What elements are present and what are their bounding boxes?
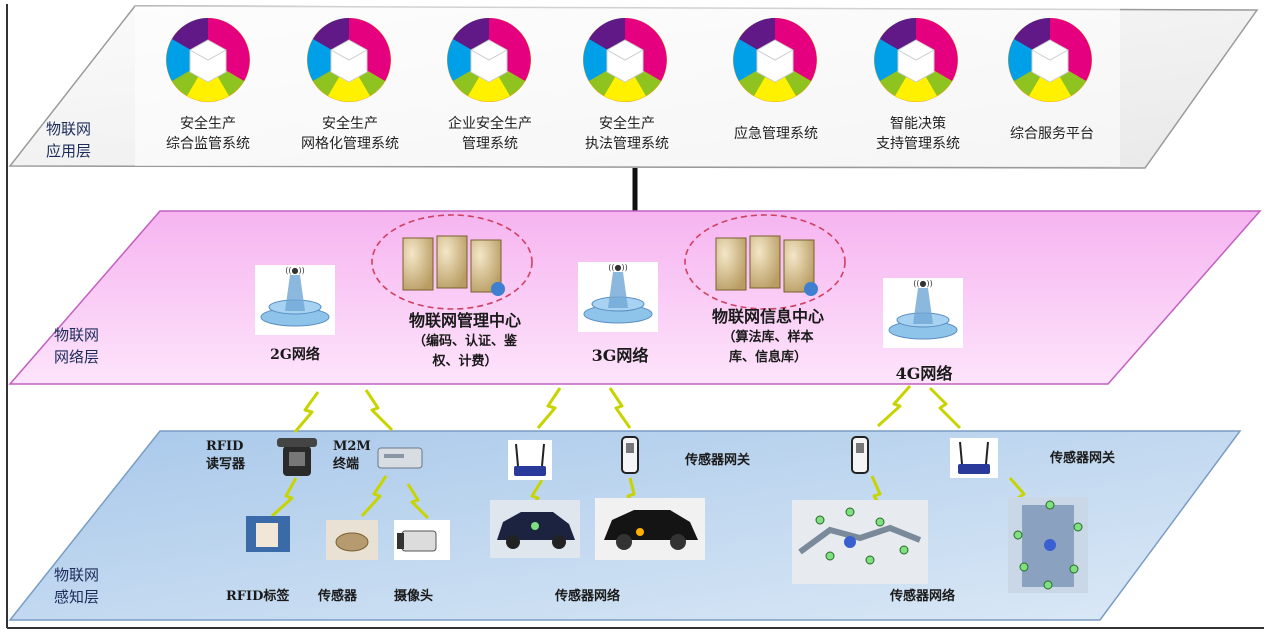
sensor-gateway-label-1: 传感器网关 xyxy=(685,453,751,468)
wireless-link-icon xyxy=(608,387,632,429)
handheld-terminal-icon xyxy=(851,436,869,474)
wireless-link-icon xyxy=(536,387,562,429)
svg-text:((●)): ((●)) xyxy=(285,266,304,275)
m2m-terminal-label: M2M 终端 xyxy=(333,438,371,474)
m2m-terminal-icon xyxy=(377,447,423,469)
rfid-reader-label-line2: 读写器 xyxy=(206,457,246,472)
information-center-highlight xyxy=(684,214,846,310)
application-layer-label-line2: 应用层 xyxy=(46,142,92,160)
sensor-gateway-router-icon xyxy=(508,440,552,480)
vehicle-sensor-image xyxy=(490,500,580,558)
app-label-service-platform: 综合服务平台 xyxy=(982,124,1122,144)
wireless-link-icon xyxy=(928,386,962,430)
wireless-link-icon xyxy=(270,477,298,518)
app-label-line2: 执法管理系统 xyxy=(585,136,669,152)
app-logo-icon xyxy=(583,18,667,102)
app-label-decision-support: 智能决策 支持管理系统 xyxy=(848,114,988,154)
network-layer-label-line1: 物联网 xyxy=(54,326,100,344)
management-center-title: 物联网管理中心 xyxy=(408,311,521,330)
app-label-line1: 综合服务平台 xyxy=(1010,126,1094,142)
sensor-gateway-router-icon xyxy=(950,438,998,478)
app-label-line1: 应急管理系统 xyxy=(734,126,818,142)
wireless-link-icon xyxy=(876,385,912,428)
network-3g-label: 3G网络 xyxy=(591,346,649,365)
rfid-reader-label-line1: RFID xyxy=(206,439,244,454)
svg-text:((●)): ((●)) xyxy=(913,279,932,288)
base-station-2g-icon: ((●)) xyxy=(255,265,335,335)
management-center-highlight xyxy=(371,214,533,310)
management-server-cluster-icon xyxy=(402,235,505,296)
perception-layer-label-line1: 物联网 xyxy=(54,566,100,584)
application-layer-label: 物联网 应用层 xyxy=(46,118,91,162)
rfid-tag-image xyxy=(246,516,290,552)
app-logo-icon xyxy=(166,18,250,102)
sensor-network-label-2: 传感器网络 xyxy=(890,589,956,604)
app-logo-icon xyxy=(733,18,817,102)
perception-layer-label: 物联网 感知层 xyxy=(54,564,99,608)
app-logo-icon xyxy=(307,18,391,102)
bridge-sensor-network-image xyxy=(792,500,928,584)
app-label-comprehensive-supervision: 安全生产 综合监管系统 xyxy=(138,114,278,154)
app-logo-icon xyxy=(1008,18,1092,102)
handheld-terminal-icon xyxy=(621,436,639,474)
management-center-label: 物联网管理中心 （编码、认证、鉴 权、计费） xyxy=(380,310,550,372)
wireless-link-icon xyxy=(406,483,430,520)
network-layer-label: 物联网 网络层 xyxy=(54,324,99,368)
wireless-link-icon xyxy=(293,391,320,433)
application-layer-label-line1: 物联网 xyxy=(46,120,92,138)
app-label-line2: 管理系统 xyxy=(462,136,518,152)
app-label-line1: 企业安全生产 xyxy=(448,116,532,132)
vehicle-sensor-image xyxy=(595,498,705,560)
app-label-line2: 网格化管理系统 xyxy=(301,136,399,152)
information-center-title: 物联网信息中心 xyxy=(711,307,824,326)
app-label-enterprise-safety: 企业安全生产 管理系统 xyxy=(420,114,560,154)
app-label-law-enforcement: 安全生产 执法管理系统 xyxy=(557,114,697,154)
rfid-reader-label: RFID 读写器 xyxy=(206,438,245,474)
management-center-detail1: （编码、认证、鉴 xyxy=(412,334,517,349)
sensor-image xyxy=(326,520,378,560)
app-label-line1: 智能决策 xyxy=(890,116,946,132)
wireless-link-icon xyxy=(364,389,394,432)
app-label-line2: 综合监管系统 xyxy=(166,136,250,152)
app-label-line2: 支持管理系统 xyxy=(876,136,960,152)
information-server-cluster-icon xyxy=(715,235,818,296)
wireless-link-icon xyxy=(360,475,388,518)
app-label-line1: 安全生产 xyxy=(322,116,378,132)
app-logo-icon xyxy=(447,18,531,102)
camera-image xyxy=(394,520,450,560)
m2m-terminal-label-line1: M2M xyxy=(333,439,371,454)
network-layer-label-line2: 网络层 xyxy=(54,348,100,366)
management-center-detail2: 权、计费） xyxy=(432,354,498,369)
app-label-line1: 安全生产 xyxy=(180,116,236,132)
information-center-detail1: （算法库、样本 xyxy=(722,330,814,345)
perception-layer-label-line2: 感知层 xyxy=(54,588,100,606)
information-center-detail2: 库、信息库） xyxy=(728,350,807,365)
base-station-4g-icon: ((●)) xyxy=(883,278,963,348)
network-4g-label: 4G网络 xyxy=(895,364,953,383)
app-label-line1: 安全生产 xyxy=(599,116,655,132)
network-2g-label: 2G网络 xyxy=(270,347,320,363)
app-label-emergency-management: 应急管理系统 xyxy=(706,124,846,144)
building-sensor-network-image xyxy=(1008,497,1088,593)
information-center-label: 物联网信息中心 （算法库、样本 库、信息库） xyxy=(683,306,853,368)
app-icons xyxy=(166,18,1092,102)
app-logo-icon xyxy=(874,18,958,102)
rfid-reader-icon xyxy=(277,438,317,476)
camera-label: 摄像头 xyxy=(394,589,434,604)
wireless-links xyxy=(270,385,1037,520)
m2m-terminal-label-line2: 终端 xyxy=(333,457,360,472)
rfid-tag-label: RFID标签 xyxy=(226,589,290,604)
sensor-gateway-label-2: 传感器网关 xyxy=(1050,451,1116,466)
app-label-grid-management: 安全生产 网格化管理系统 xyxy=(280,114,420,154)
svg-text:((●)): ((●)) xyxy=(608,263,627,272)
sensor-label: 传感器 xyxy=(318,589,358,604)
base-station-3g-icon: ((●)) xyxy=(578,262,658,332)
sensor-network-label-1: 传感器网络 xyxy=(555,589,621,604)
